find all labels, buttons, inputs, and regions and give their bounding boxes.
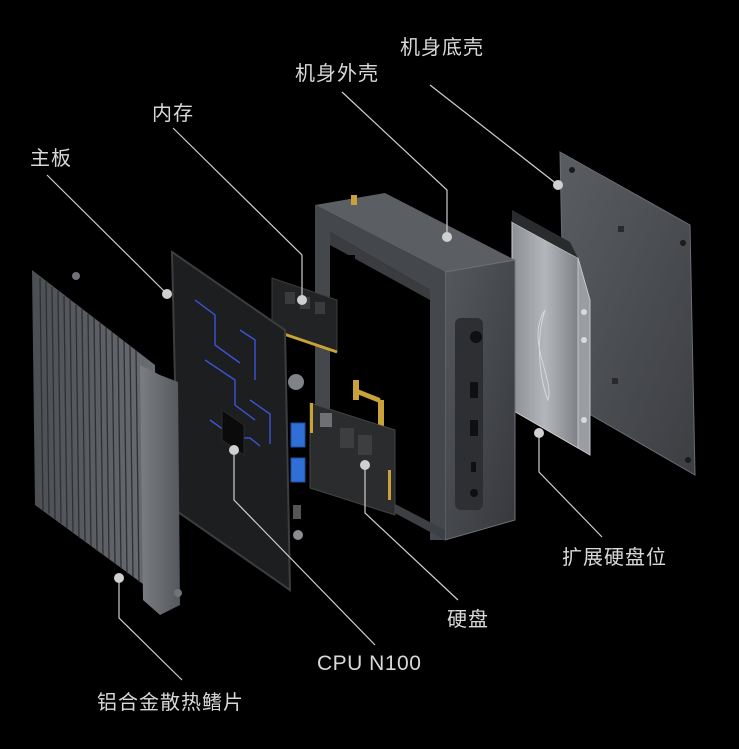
label-heatsink: 铝合金散热鳍片 [97,690,244,714]
label-outer-shell: 机身外壳 [295,61,379,85]
label-cpu: CPU N100 [317,652,422,675]
label-ssd: 硬盘 [447,607,489,631]
heatsink [32,270,182,615]
ssd-module [309,402,396,516]
label-bottom-cover: 机身底壳 [400,35,484,59]
leader-dots [114,180,563,583]
label-motherboard: 主板 [30,146,72,170]
label-memory: 内存 [152,101,194,125]
leader-lines [46,84,603,681]
label-expansion-drive-bay: 扩展硬盘位 [562,545,667,569]
motherboard [170,250,306,592]
